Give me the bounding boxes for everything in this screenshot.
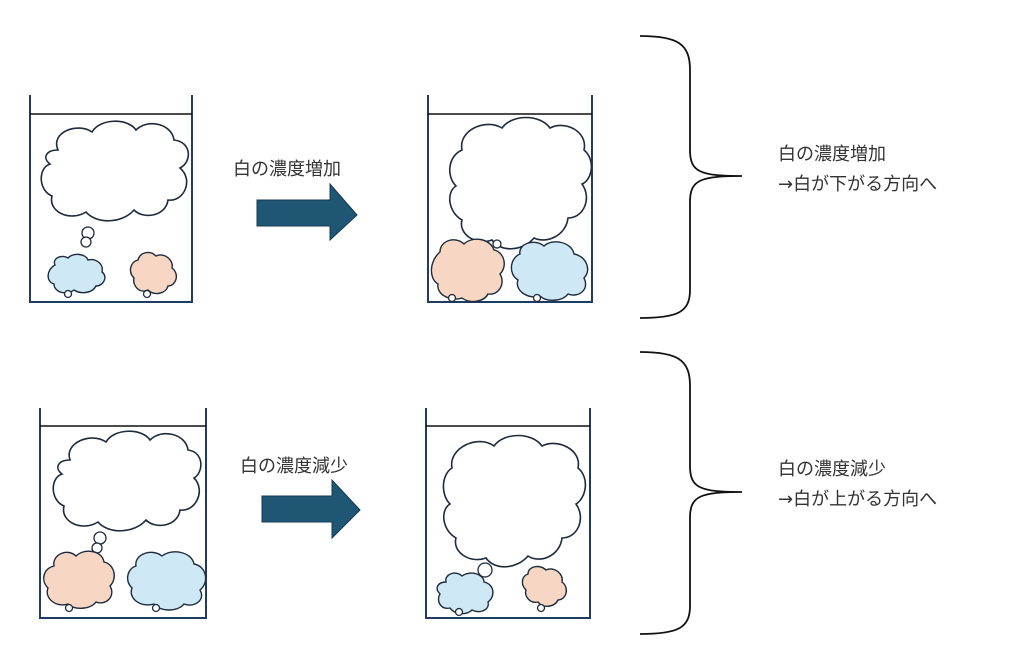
balloon-knot	[492, 239, 502, 249]
white-balloon	[40, 120, 190, 222]
right-arrow-icon	[256, 182, 358, 242]
arrow-label-increase: 白の濃度増加	[233, 159, 341, 180]
blue-balloon	[47, 253, 106, 299]
balloon-knot	[477, 562, 493, 578]
balloon-knot	[93, 531, 107, 545]
peach-balloon	[129, 251, 178, 299]
beaker-before-increase	[29, 95, 193, 303]
right-arrow-icon	[261, 478, 361, 540]
arrow-label-decrease: 白の濃度減少	[240, 456, 348, 477]
right-brace-icon	[639, 35, 743, 319]
balloon-knot	[80, 236, 92, 248]
beaker-after-increase	[427, 95, 593, 303]
result-line-2-increase: →白が下がる方向へ	[778, 174, 937, 195]
peach-balloon	[430, 238, 505, 303]
result-line-2-decrease: →白が上がる方向へ	[778, 489, 937, 510]
white-balloon	[449, 116, 593, 250]
row-2: 白の濃度減少 白の濃度減少 →白が上がる方向へ	[39, 351, 937, 635]
beaker-before-decrease	[39, 408, 207, 619]
peach-balloon	[43, 550, 115, 613]
beaker-after-decrease	[425, 408, 591, 619]
blue-balloon	[126, 551, 207, 613]
blue-balloon	[436, 572, 494, 617]
result-line-1-increase: 白の濃度増加	[778, 144, 886, 165]
white-balloon	[52, 430, 202, 532]
blue-balloon	[510, 241, 589, 303]
result-line-1-decrease: 白の濃度減少	[778, 459, 886, 480]
white-balloon	[442, 434, 587, 568]
row-1: 白の濃度増加 白の濃度増加 →白が下がる方向へ	[29, 35, 937, 319]
peach-balloon	[521, 565, 568, 613]
right-brace-icon	[639, 351, 743, 635]
